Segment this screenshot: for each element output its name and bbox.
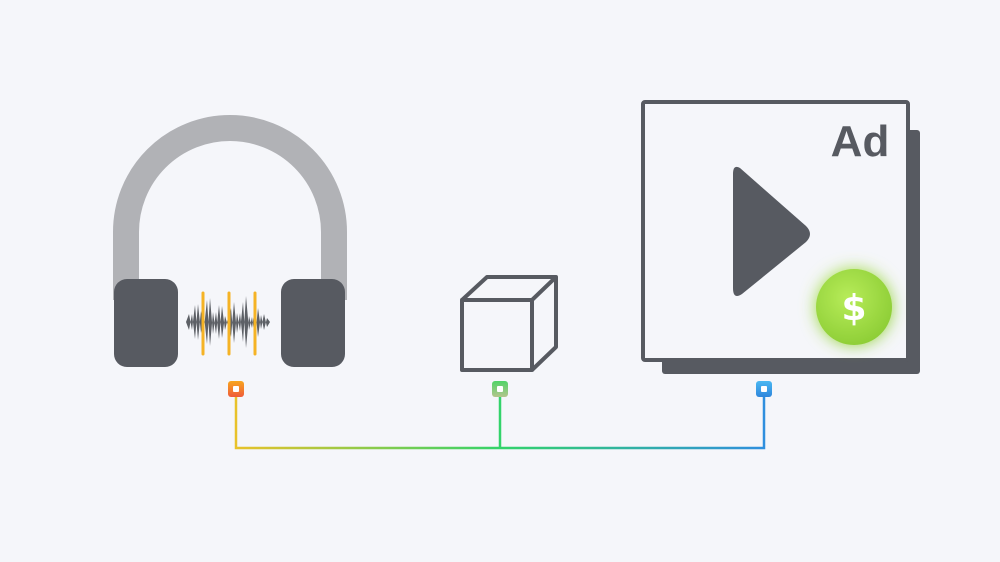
headphones-right-cup [281, 279, 345, 367]
connector-lines [234, 396, 766, 450]
cube-front-face [460, 298, 534, 372]
connector-node-right [756, 381, 772, 397]
cube-top-edge [530, 275, 558, 302]
headphones-icon [113, 115, 347, 367]
coin-symbol: $ [841, 288, 866, 329]
cube-icon [460, 275, 558, 372]
play-icon [733, 166, 810, 296]
headphones-band [113, 115, 347, 300]
coin-circle [816, 269, 892, 345]
ad-label: Ad [831, 117, 890, 166]
dollar-coin-icon: $ [816, 269, 892, 345]
audio-waveform [186, 291, 270, 356]
connector-node-left [228, 381, 244, 397]
headphones-left-cup [114, 279, 178, 367]
connector-node-middle [492, 381, 508, 397]
ad-video-icon: Ad $ [641, 100, 920, 374]
